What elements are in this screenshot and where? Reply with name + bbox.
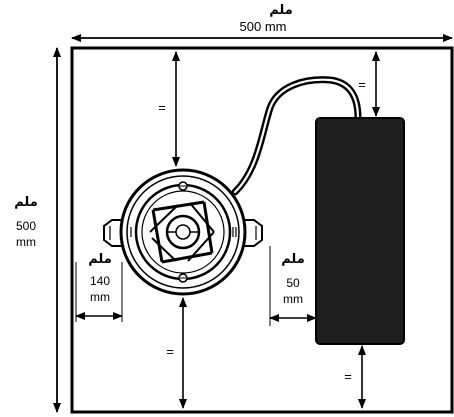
left-height-value: 500 <box>16 219 36 233</box>
top-width-dimension: ملم 500 mm <box>71 3 453 42</box>
equal-distance-bottom-luminaire: = <box>166 297 187 409</box>
gap-clearance-value: 50 <box>286 276 300 290</box>
equal-mark-3: = <box>358 77 366 92</box>
equal-mark-1: = <box>158 100 166 115</box>
round-recessed-luminaire-icon <box>103 168 263 296</box>
left-height-unit-ar: ملم <box>14 195 38 210</box>
equal-distance-top-driver: = <box>358 51 380 117</box>
top-width-unit-ar: ملم <box>269 3 293 18</box>
equal-distance-bottom-driver: = <box>344 345 366 409</box>
equal-mark-2: = <box>166 344 174 359</box>
ceiling-panel <box>70 46 454 414</box>
driver-box-icon <box>315 117 405 345</box>
equal-mark-4: = <box>344 369 352 384</box>
left-height-unit: mm <box>16 235 36 249</box>
left-height-dimension: ملم 500 mm <box>14 47 61 413</box>
side-clearance-dimension: ملم 140 mm <box>75 252 123 322</box>
side-clearance-value: 140 <box>90 274 110 288</box>
gap-clearance-unit-ar: ملم <box>281 252 305 267</box>
top-width-value: 500 mm <box>240 19 287 34</box>
equal-distance-top-luminaire: = <box>158 51 180 167</box>
side-clearance-unit-ar: ملم <box>88 252 112 267</box>
gap-clearance-unit: mm <box>283 292 303 306</box>
side-clearance-unit: mm <box>90 290 110 304</box>
gap-clearance-dimension: ملم 50 mm <box>269 246 317 326</box>
